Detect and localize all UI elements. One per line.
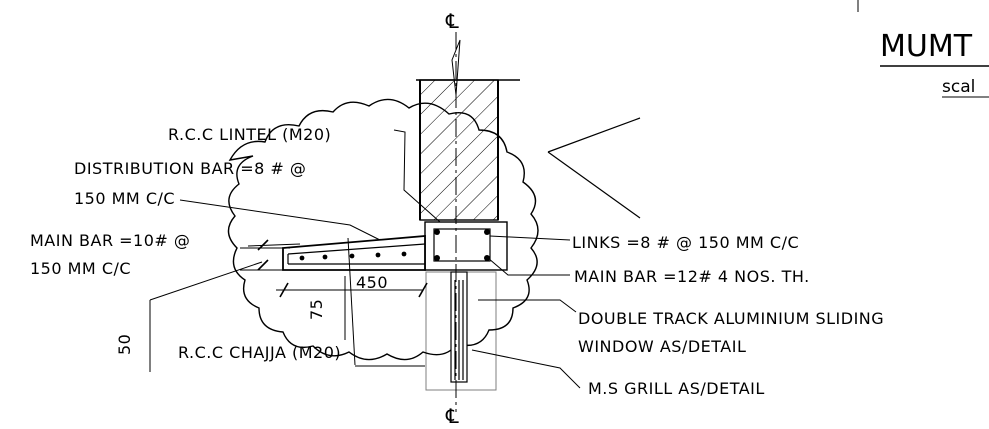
label-window-line2: WINDOW AS/DETAIL [578, 337, 746, 356]
leader-wedge-bottom [547, 151, 641, 219]
leader-main-bar-10 [247, 243, 301, 247]
dim-75-value: 75 [307, 299, 326, 320]
leader-wedge-top [547, 117, 641, 153]
label-rcc-lintel: R.C.C LINTEL (M20) [168, 125, 331, 144]
leader-grill [471, 349, 581, 389]
leader-distribution [179, 199, 381, 241]
label-grill: M.S GRILL AS/DETAIL [588, 379, 765, 398]
dist-bar-5 [401, 251, 407, 257]
dim-50-tick-bottom [257, 259, 269, 271]
label-distribution-bar-line2: 150 MM C/C [74, 189, 175, 208]
label-rcc-chajja: R.C.C CHAJJA (M20) [178, 343, 341, 362]
dim-450-tick-left [279, 282, 289, 298]
lintel-bar-2 [484, 229, 490, 235]
chajja-main-bar [287, 243, 426, 255]
dim-450-tick-right [418, 282, 428, 298]
dim-450-value: 450 [356, 273, 388, 292]
brick-wall [419, 79, 499, 221]
leader-lintel [393, 129, 441, 223]
lintel-links [433, 228, 491, 262]
drawing-title: MUMT [880, 29, 973, 64]
label-main-bar-12: MAIN BAR =12# 4 NOS. TH. [574, 267, 810, 286]
dim-50-value: 50 [115, 334, 134, 355]
centerline-symbol-bottom: ℄ [445, 404, 459, 428]
leader-links [489, 235, 571, 241]
label-window-line1: DOUBLE TRACK ALUMINIUM SLIDING [578, 309, 884, 328]
leader-window [478, 299, 577, 313]
label-main-bar-10-line2: 150 MM C/C [30, 259, 131, 278]
chajja-slab [282, 235, 426, 271]
dist-bar-4 [375, 252, 381, 258]
drawing-scale: scal [942, 77, 975, 97]
lintel-bar-1 [434, 229, 440, 235]
dist-bar-2 [322, 254, 328, 260]
leader-chajja [347, 237, 356, 366]
dim-50-leader-2 [149, 261, 263, 301]
label-main-bar-10-line1: MAIN BAR =10# @ [30, 231, 190, 250]
revision-cloud [227, 98, 539, 361]
leader-main-bar-12 [487, 257, 570, 276]
centerline-symbol-top: ℄ [445, 9, 459, 33]
lintel-bar-4 [484, 255, 490, 261]
lintel-bar-3 [434, 255, 440, 261]
dist-bar-1 [299, 255, 305, 261]
label-distribution-bar-line1: DISTRIBUTION BAR =8 # @ [74, 159, 306, 178]
break-symbol [451, 39, 461, 96]
dist-bar-3 [349, 253, 355, 259]
label-links: LINKS =8 # @ 150 MM C/C [572, 233, 799, 252]
